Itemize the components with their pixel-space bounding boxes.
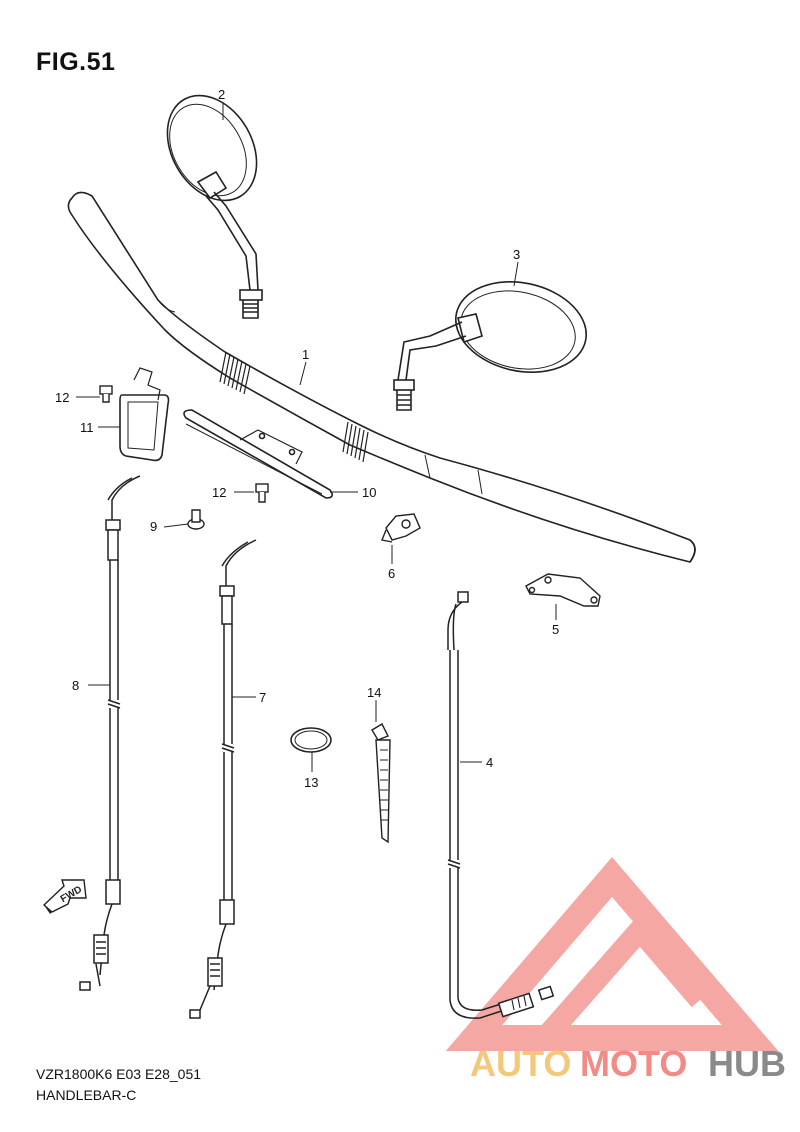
watermark-hub: HUB [708,1043,786,1084]
plate-10 [183,409,334,499]
callout-10: 10 [362,485,376,500]
bracket-5 [525,573,601,607]
callout-13: 13 [304,775,318,790]
callout-5: 5 [552,622,559,637]
callout-7: 7 [259,690,266,705]
callout-3: 3 [513,247,520,262]
watermark-auto: AUTO [470,1043,572,1084]
mirror-left [166,94,263,319]
callout-14: 14 [367,685,381,700]
tie-14 [371,723,391,844]
footer-name: HANDLEBAR-C [36,1087,137,1103]
handlebar [67,191,696,563]
fwd-arrow-icon: FWD [42,879,87,914]
callout-4: 4 [486,755,493,770]
watermark-logo [445,857,779,1051]
seal-11 [119,367,170,462]
footer-code: VZR1800K6 E03 E28_051 [36,1066,202,1082]
callout-9: 9 [150,519,157,534]
callout-12b: 12 [212,485,226,500]
callout-6: 6 [388,566,395,581]
watermark-moto: MOTO [580,1043,688,1084]
callout-2: 2 [218,87,225,102]
callout-1: 1 [302,347,309,362]
callout-12a: 12 [55,390,69,405]
oring-13 [290,727,332,753]
cable-7 [189,539,257,1019]
bolt-9 [187,509,205,530]
leader-lines [76,102,557,772]
mirror-right [393,281,588,411]
callouts: 2 3 1 12 11 10 12 9 6 5 8 7 4 13 14 [55,87,559,790]
cable-8 [79,475,141,991]
clamp-6 [381,513,421,543]
screw-12a [99,385,113,403]
cable-4 [447,591,555,1019]
figure-title: FIG.51 [36,48,116,76]
screw-12b [255,483,269,503]
callout-8: 8 [72,678,79,693]
callout-11: 11 [80,420,94,435]
